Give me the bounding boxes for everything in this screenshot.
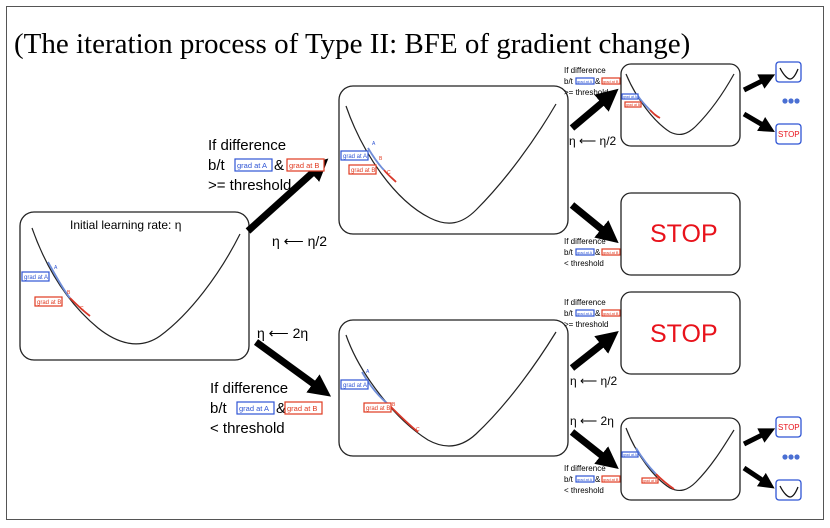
upper-middle-box: A B C grad at A grad at B [338, 85, 569, 235]
update-double-main: η ⟵ 2η [257, 325, 308, 341]
svg-text:grad at A: grad at A [623, 95, 638, 99]
arrow-to-check-top [742, 74, 776, 93]
svg-text:B: B [379, 156, 383, 162]
svg-text:C: C [80, 306, 84, 312]
grad-b-tag: grad at B [37, 300, 61, 306]
arrow-down-to-double [253, 339, 332, 397]
svg-text:< threshold: < threshold [210, 420, 285, 437]
stop-text-1: STOP [650, 220, 718, 248]
svg-text:grad at B: grad at B [643, 479, 658, 483]
svg-text:&: & [595, 77, 601, 86]
svg-text:grad at A: grad at A [239, 404, 269, 413]
svg-text:grad at A: grad at A [343, 383, 367, 389]
svg-text:grad at B: grad at B [287, 404, 317, 413]
svg-text:grad at A: grad at A [237, 161, 267, 170]
svg-text:&: & [595, 248, 601, 257]
svg-text:>= threshold: >= threshold [208, 177, 291, 194]
ellipsis-dots-icon [782, 98, 800, 104]
check-curve-icon [775, 479, 802, 501]
svg-text:C: C [416, 427, 420, 433]
condition-small-4: If difference b/t grad at A & grad at B … [564, 464, 621, 495]
arrow-to-stop-bottom [742, 428, 776, 447]
svg-text:If difference: If difference [564, 66, 606, 75]
stop-text-2: STOP [650, 320, 718, 348]
svg-text:If difference: If difference [564, 298, 606, 307]
arrow-up-to-half [245, 158, 329, 234]
update-half-small-1: η ⟵ η/2 [569, 134, 617, 148]
arrow-lower-to-stop [569, 331, 619, 371]
svg-text:STOP: STOP [778, 130, 800, 139]
svg-text:grad at B: grad at B [603, 312, 619, 316]
svg-text:b/t: b/t [564, 309, 574, 318]
svg-text:b/t: b/t [564, 77, 574, 86]
svg-text:< threshold: < threshold [564, 259, 604, 268]
update-double-small: η ⟵ 2η [570, 414, 614, 428]
svg-text:>= threshold: >= threshold [564, 88, 608, 97]
svg-text:If difference: If difference [564, 464, 606, 473]
update-half-small-2: η ⟵ η/2 [570, 374, 618, 388]
svg-text:A: A [372, 141, 376, 147]
svg-text:If difference: If difference [564, 237, 606, 246]
check-curve-icon [775, 61, 802, 83]
svg-text:A: A [54, 265, 58, 271]
arrow-upper-to-half2 [569, 88, 619, 131]
svg-text:grad at A: grad at A [623, 453, 638, 457]
svg-text:B: B [67, 290, 71, 296]
condition-small-3: If difference b/t grad at A & grad at B … [564, 298, 621, 329]
svg-text:grad at A: grad at A [577, 478, 593, 482]
condition-upper: If difference b/t grad at A & grad at B … [208, 137, 325, 194]
stop-box-2: STOP [620, 291, 741, 375]
arrow-upper-to-stop [569, 202, 619, 244]
svg-text:grad at A: grad at A [577, 80, 593, 84]
stop-sign-icon: STOP [775, 416, 802, 438]
svg-text:>= threshold: >= threshold [564, 320, 608, 329]
svg-text:grad at B: grad at B [603, 478, 619, 482]
lower-middle-box: A B C grad at A grad at B [338, 319, 569, 457]
initial-box: Initial learning rate: η A B C grad at A… [19, 211, 250, 361]
right-box-bottom: grad at A grad at B [620, 417, 741, 501]
grad-a-tag: grad at A [24, 275, 48, 281]
svg-text:&: & [274, 157, 284, 174]
svg-text:b/t: b/t [564, 248, 574, 257]
svg-text:STOP: STOP [778, 423, 800, 432]
svg-text:grad at B: grad at B [351, 168, 375, 174]
ellipsis-dots-icon [782, 454, 800, 460]
svg-text:grad at B: grad at B [603, 80, 619, 84]
stop-sign-icon: STOP [775, 123, 802, 145]
svg-text:grad at B: grad at B [289, 161, 319, 170]
svg-text:&: & [595, 309, 601, 318]
initial-label: Initial learning rate: η [70, 218, 181, 232]
svg-text:b/t: b/t [208, 157, 226, 174]
diagram-title: (The iteration process of Type II: BFE o… [14, 28, 690, 60]
svg-text:If difference: If difference [210, 380, 288, 397]
svg-text:b/t: b/t [210, 400, 228, 417]
svg-text:&: & [595, 475, 601, 484]
svg-text:grad at A: grad at A [343, 154, 367, 160]
svg-text:grad at A: grad at A [577, 312, 593, 316]
svg-text:If difference: If difference [208, 137, 286, 154]
svg-text:grad at B: grad at B [603, 251, 619, 255]
svg-text:C: C [387, 170, 391, 176]
condition-small-2: If difference b/t grad at A & grad at B … [564, 237, 621, 268]
svg-text:b/t: b/t [564, 475, 574, 484]
arrow-lower-to-double2 [569, 429, 619, 469]
svg-text:< threshold: < threshold [564, 486, 604, 495]
update-half-main: η ⟵ η/2 [272, 233, 327, 249]
right-box-top: grad at A grad at B [620, 63, 741, 147]
condition-small-1: If difference b/t grad at A & grad at B … [564, 66, 621, 97]
arrow-to-check-bottom [742, 465, 775, 489]
condition-lower: If difference b/t grad at A & grad at B … [210, 380, 323, 437]
stop-box-1: STOP [620, 192, 741, 276]
svg-text:grad at A: grad at A [577, 251, 593, 255]
svg-text:grad at B: grad at B [366, 406, 390, 412]
svg-text:A: A [366, 369, 370, 375]
svg-text:B: B [392, 402, 396, 408]
svg-text:grad at B: grad at B [626, 103, 641, 107]
diagram-frame [6, 6, 824, 520]
svg-text:&: & [276, 400, 286, 417]
arrow-to-stop-top [742, 111, 775, 133]
